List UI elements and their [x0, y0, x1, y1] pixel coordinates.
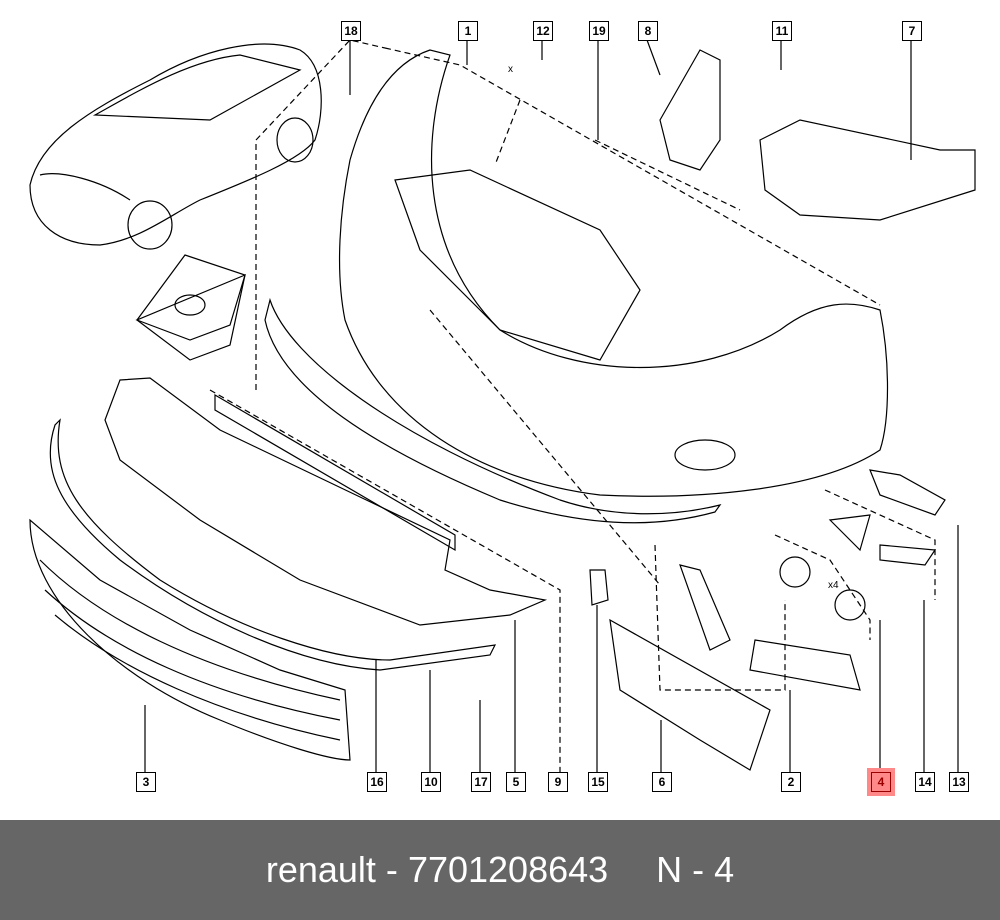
fog-lamp — [834, 589, 866, 621]
fog-lamp-bezel — [609, 618, 771, 771]
fog-lamp — [779, 556, 811, 588]
bumper-cover — [338, 49, 889, 497]
brackets-13 — [869, 469, 946, 516]
callout-2[interactable]: 2 — [781, 772, 801, 792]
brackets-14 — [828, 514, 937, 566]
callout-6[interactable]: 6 — [652, 772, 672, 792]
engine-undertray — [759, 119, 976, 221]
position-label: N - 4 — [656, 849, 735, 890]
callout-15[interactable]: 15 — [588, 772, 608, 792]
separator: - — [385, 849, 398, 890]
callout-8[interactable]: 8 — [638, 21, 658, 41]
callout-4-highlighted[interactable]: 4 — [867, 768, 895, 796]
callout-12[interactable]: 12 — [533, 21, 553, 41]
callout-11[interactable]: 11 — [772, 21, 792, 41]
wheel-arch-bracket — [659, 49, 721, 171]
reinforcement-strip — [214, 393, 456, 552]
car-thumbnail — [29, 43, 322, 250]
callout-10[interactable]: 10 — [421, 772, 441, 792]
part-footer: renault - 7701208643 N - 4 — [0, 820, 1000, 920]
lower-grille — [29, 518, 351, 761]
callout-7[interactable]: 7 — [902, 21, 922, 41]
x-mark: x — [508, 64, 513, 75]
bumper-lip-strip — [264, 297, 722, 524]
parts-diagram: x x4 — [29, 39, 976, 775]
callout-19[interactable]: 19 — [589, 21, 609, 41]
callout-9[interactable]: 9 — [548, 772, 568, 792]
brand: renault — [265, 849, 376, 890]
callout-1[interactable]: 1 — [458, 21, 478, 41]
trim-bracket — [679, 564, 731, 651]
callout-14[interactable]: 14 — [915, 772, 935, 792]
part-number: 7701208643 — [407, 849, 609, 890]
absorber — [104, 377, 548, 626]
grille-slats — [39, 559, 341, 741]
callout-18[interactable]: 18 — [341, 21, 361, 41]
clip-kit-box — [135, 254, 246, 361]
leader-lines — [144, 39, 959, 772]
callout-3[interactable]: 3 — [136, 772, 156, 792]
callout-13[interactable]: 13 — [949, 772, 969, 792]
callout-17[interactable]: 17 — [471, 772, 491, 792]
clip-15 — [589, 569, 609, 606]
callout-16[interactable]: 16 — [367, 772, 387, 792]
side-trim — [749, 639, 861, 691]
callout-5[interactable]: 5 — [506, 772, 526, 792]
front-spoiler — [49, 418, 497, 671]
part-info: renault - 7701208643 — [266, 849, 608, 891]
x4-mark: x4 — [828, 580, 839, 591]
